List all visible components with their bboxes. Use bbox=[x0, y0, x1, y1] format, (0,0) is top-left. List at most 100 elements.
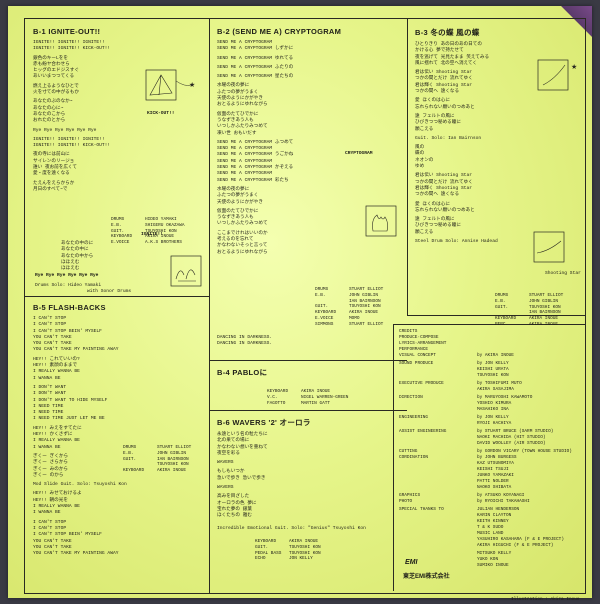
b1-lyric2-line: あなたの中から bbox=[61, 253, 94, 259]
track-b3-lyrics: ひとりきり あの日のあの日てのかける心 夢で持たせて夜を逃げて 光見たまま 笑え… bbox=[415, 42, 581, 245]
credit-name: JULIAN HENDERSON bbox=[477, 507, 520, 512]
b2-lyric-line: いつしかふたりみつめて bbox=[217, 124, 268, 130]
b2-lyric-line: かなわないそっと言って bbox=[217, 243, 268, 249]
personnel-name: STUART ELLIOT bbox=[349, 287, 384, 292]
kick-out-label: KICK-OUT!! bbox=[147, 111, 175, 116]
personnel-instrument: GUIT. bbox=[123, 456, 137, 462]
illustration-credit: Illustration : Akira Inoue bbox=[511, 597, 580, 602]
personnel-row: E.B.JOHN GIBLIN bbox=[315, 293, 383, 299]
b3-lyric-line: 君は輝く Shooting Star bbox=[415, 82, 472, 88]
b6-lyric-line: 宝れた夢の 銀葉 bbox=[217, 506, 252, 512]
credit-role: LYRICS·ARRANGEMENT bbox=[399, 341, 447, 346]
credits-label: CREDITS bbox=[399, 329, 418, 334]
personnel-row: IAN BAIRNSON bbox=[495, 310, 563, 316]
credit-name: MASAHIKO INA bbox=[477, 407, 509, 412]
personnel-instrument: KEYBOARD bbox=[315, 310, 337, 316]
track-b4-title: B-4 PABLOに bbox=[217, 368, 268, 377]
b3-lyric-line: 風の bbox=[415, 145, 425, 151]
b1-lyric-line: あいいまつつてくる bbox=[33, 74, 75, 80]
b2-lyric-line: おとるようにゆれながら bbox=[217, 249, 268, 255]
b2-lyric-line: おとるようにゆれながら bbox=[217, 102, 268, 108]
b5-lyric-line: I DON'T WANT bbox=[33, 391, 67, 397]
label-logo: EMI bbox=[405, 559, 417, 566]
credit-name: AKIRA HIGUCHI (F & E PROJECT) bbox=[477, 543, 554, 548]
personnel-name: IAN BAIRNSON bbox=[349, 298, 381, 304]
credit-row: KEITH KINNEY bbox=[399, 519, 581, 525]
b2-lyric-line: SEND ME A CRYPTOGRAM bbox=[217, 171, 273, 177]
personnel-instrument: DRUMS bbox=[495, 293, 509, 298]
personnel-name: STUART ELLIOT bbox=[157, 445, 192, 450]
b5-lyric-line: I NEED TIME bbox=[33, 403, 64, 409]
b3-lyric-line: 遠 フェルトの風に bbox=[415, 113, 455, 119]
dancing-lines: DANCING IN DARKNESS.DANCING IN DARKNESS. bbox=[217, 335, 272, 348]
personnel-instrument: DRUMS bbox=[111, 217, 125, 222]
b3-lyric-line: つかの間へ 遠くなる bbox=[415, 89, 460, 95]
credit-role: DIRECTION bbox=[399, 395, 423, 400]
b2-lyric-line: SEND ME A CRYPTOGRAM bbox=[217, 146, 273, 152]
personnel-instrument: KEYBOARD bbox=[267, 389, 289, 394]
b5-lyric-line: I WANNA BE bbox=[33, 444, 61, 450]
credit-name: by STUART BRUCE (SARM STUDIO) bbox=[477, 429, 554, 434]
credit-row: YUKO KON bbox=[399, 557, 581, 563]
b1-lyric-line: 燃え上るようなひとで bbox=[33, 83, 79, 89]
personnel-name: MARTIN GATT bbox=[301, 400, 330, 406]
personnel-name: IAN BAIRNSON bbox=[157, 456, 189, 462]
personnel-row: GUIT.TSUYOSHI KON bbox=[495, 305, 563, 311]
drums-solo-credit: Drums Solo: Hideo Yamaki bbox=[35, 283, 102, 288]
credit-name: NAOKO SHIBATA bbox=[477, 485, 512, 490]
credit-name: YUKO KON bbox=[477, 557, 499, 562]
credit-name: DAVID WOOLLEY (AIR STUDIO) bbox=[477, 441, 546, 446]
personnel-name: AKIRA INOUE bbox=[349, 310, 378, 316]
b6-lyric-line: ほくたちの 雅む bbox=[217, 513, 252, 519]
credit-name: TSUYOSHI KON bbox=[477, 373, 509, 378]
credit-role: CUTTING bbox=[399, 449, 418, 454]
b5-lyric-line: I CAN'T STOP BEIN' MYSELF bbox=[33, 532, 102, 538]
credit-name: KEISHI TSUJI bbox=[477, 467, 509, 472]
personnel-name: IAN BAIRNSON bbox=[529, 310, 561, 316]
b1-lyric-line: IGNITE!! IGNITE!! KICK-OUT!! bbox=[33, 143, 111, 149]
track-b4: B-4 PABLOに bbox=[217, 367, 403, 382]
track-b3: B-3 冬の蝶 風の蝶 ひとりきり あの日のあの日てのかける心 夢で持たせて夜を… bbox=[415, 27, 581, 245]
credit-row: RYOJI HACHIYA bbox=[399, 421, 581, 427]
b5-lyric-line: I REALLY WANNA BE bbox=[33, 504, 80, 510]
b2-lyric-line: うなずきあう人も bbox=[217, 215, 254, 221]
credit-name: NAOKI MACHIDA (HIT STUDIO) bbox=[477, 435, 546, 440]
b2-lyric-line: 水曜の夜の夢に bbox=[217, 186, 250, 192]
cryptogram-label: CRYPTOGRAM bbox=[345, 151, 373, 156]
b3-lyric-line: 願こえる bbox=[415, 229, 434, 235]
b2-lyric-line: SEND ME A CRYPTOGRAM ふつめて bbox=[217, 139, 294, 145]
b5-lyric-line: I CAN'T STOP bbox=[33, 316, 67, 321]
credit-role: ENGINEERING bbox=[399, 415, 428, 420]
credit-name: KARIN CLAYTON bbox=[477, 513, 512, 518]
shooting-star-illustration-icon: ★ bbox=[537, 59, 577, 91]
track-b2-title: B-2 (SEND ME A) CRYPTOGRAM bbox=[217, 27, 342, 36]
b6-lyric-line: 永遠という名の粒たちに bbox=[217, 432, 268, 437]
b2-lyric-line: ふたつの夢がうまく bbox=[217, 89, 259, 95]
b6-lyric-line: かなわない想いを重ねて bbox=[217, 444, 268, 450]
b5-lyric-line: I REALLY WANNA BE bbox=[33, 438, 80, 444]
personnel-instrument: E.B. bbox=[111, 222, 122, 228]
personnel-row: KEYBOARD AKIRA INOUE bbox=[315, 310, 383, 316]
b1-lyric2-line: ほほえむ bbox=[61, 259, 80, 265]
b1-lyric-line: 誰い 夜お前を広くて bbox=[33, 165, 77, 171]
credit-name: T & K SUDO bbox=[477, 525, 504, 530]
credit-name: MUSIC LAND bbox=[477, 531, 504, 536]
ignite-label: IGNITE!! bbox=[141, 232, 164, 237]
credit-name: YASUHIRO KASAHARA (F & E PROJECT) bbox=[477, 537, 564, 542]
personnel-row: E.B.SHIGERU OKAZAWA bbox=[111, 223, 185, 229]
personnel-name: TSUYOSHI KON bbox=[289, 550, 321, 556]
personnel-name: AKIRA INOUE bbox=[157, 468, 186, 474]
track-b1: B-1 IGNITE-OUT!! IGNITE!! IGNITE!! IGNIT… bbox=[33, 27, 205, 193]
credit-row: YASUHIRO KASAHARA (F & E PROJECT) bbox=[399, 537, 581, 543]
